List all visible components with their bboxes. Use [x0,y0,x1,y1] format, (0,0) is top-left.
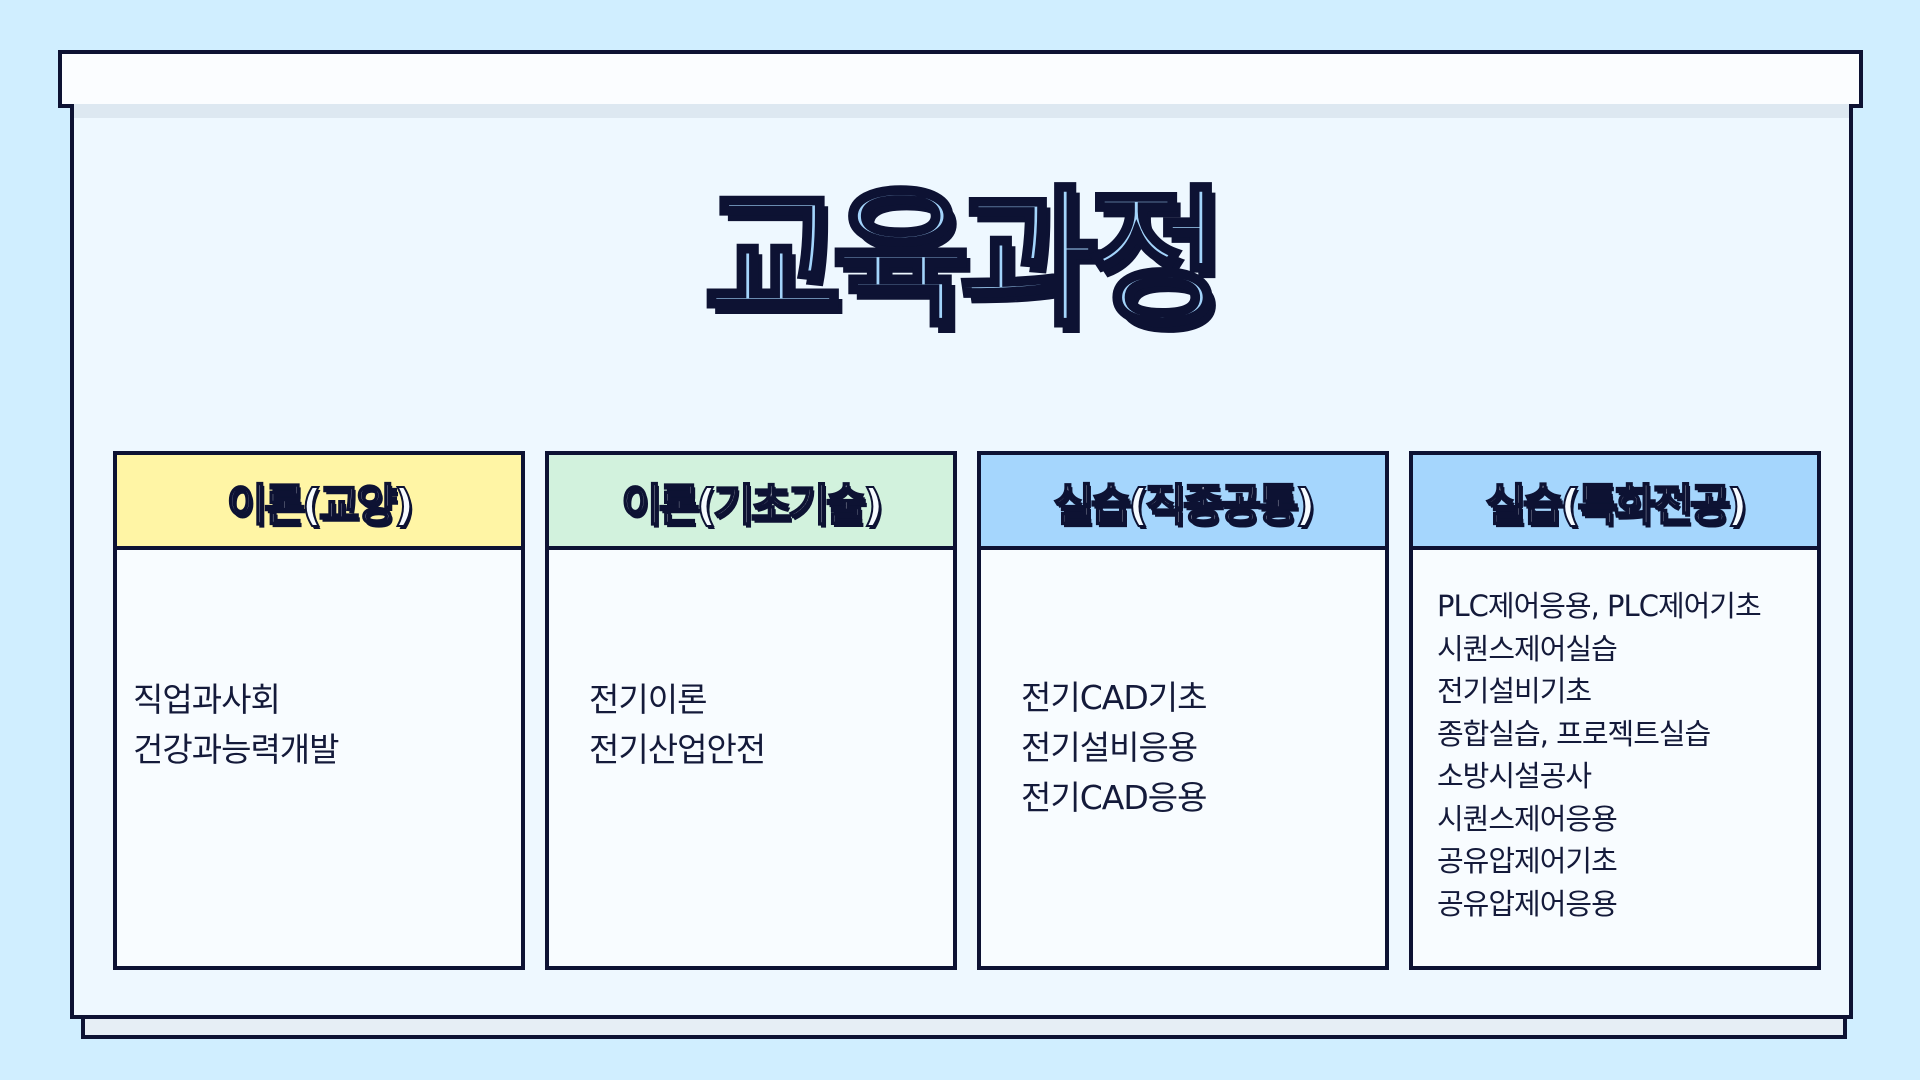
board-top-bar [58,50,1863,108]
card-header: 이론(기초기술) [549,455,953,550]
board-top-shade [74,104,1849,118]
list-item: 공유압제어응용 [1437,886,1618,921]
card-header: 실습(특화전공) [1413,455,1817,550]
card-practice-common: 실습(직종공통) 전기CAD기초 전기설비응용 전기CAD응용 [977,451,1389,970]
card-body: 전기CAD기초 전기설비응용 전기CAD응용 [981,673,1385,823]
card-practice-specialized: 실습(특화전공) PLC제어응용, PLC제어기초 시퀀스제어실습 전기설비기초… [1409,451,1821,970]
card-body: PLC제어응용, PLC제어기초 시퀀스제어실습 전기설비기초 종합실습, 프로… [1413,585,1817,925]
card-theory-general: 이론(교양) 직업과사회 건강과능력개발 [113,451,525,970]
card-header-label: 실습(특화전공) [1484,479,1748,532]
list-item: 공유압제어기초 [1437,844,1618,878]
card-header-label: 이론(교양) [226,479,415,532]
list-item: 전기이론 [589,680,707,719]
card-theory-basic: 이론(기초기술) 전기이론 전기산업안전 [545,451,957,970]
list-item: 시퀀스제어실습 [1437,631,1618,666]
list-item: 소방시설공사 [1437,759,1592,793]
card-header-label: 이론(기초기술) [620,479,884,532]
card-header-label: 실습(직종공통) [1052,479,1316,532]
card-body: 직업과사회 건강과능력개발 [117,675,521,775]
list-item: 전기CAD기초 [1021,678,1207,717]
page-title: 교육과정 [701,173,1228,347]
list-item: 시퀀스제어응용 [1437,801,1618,836]
list-item: 전기CAD응용 [1021,778,1207,817]
list-item: 전기설비응용 [1021,728,1198,767]
list-item: PLC제어응용, PLC제어기초 [1437,589,1762,623]
card-body: 전기이론 전기산업안전 [549,675,953,775]
card-header: 실습(직종공통) [981,455,1385,550]
list-item: 전기산업안전 [589,730,766,769]
list-item: 직업과사회 [133,680,281,719]
list-item: 종합실습, 프로젝트실습 [1437,716,1711,751]
list-item: 건강과능력개발 [133,730,340,769]
list-item: 전기설비기초 [1437,674,1592,708]
card-header: 이론(교양) [117,455,521,550]
